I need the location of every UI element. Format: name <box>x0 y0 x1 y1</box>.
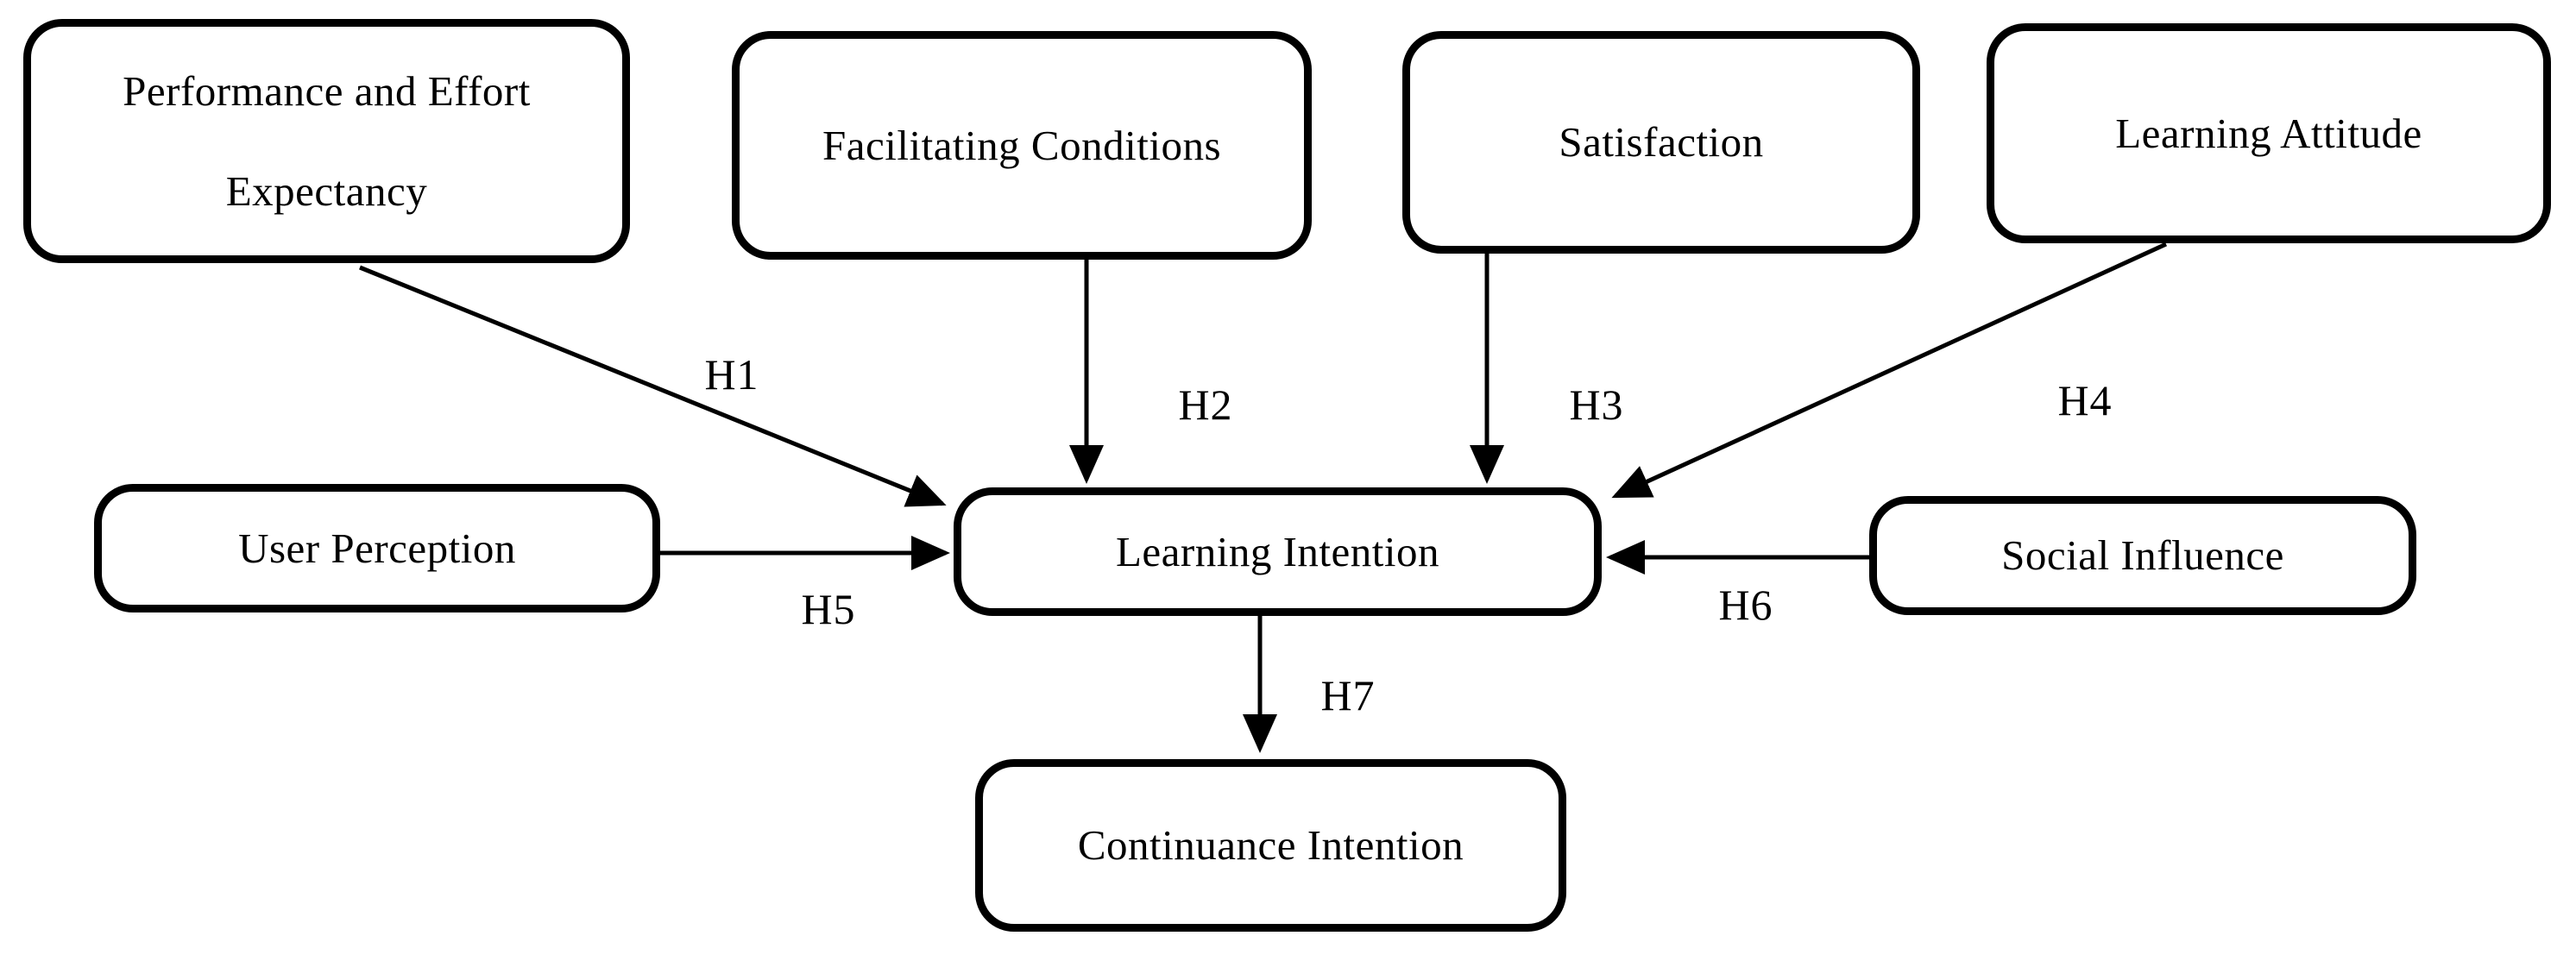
node-label: Facilitating Conditions <box>822 121 1222 169</box>
node-label: Continuance Intention <box>1077 821 1464 870</box>
edge-label-h2: H2 <box>1178 380 1233 429</box>
node-continuance-intention: Continuance Intention <box>975 759 1566 932</box>
edge-label-h6: H6 <box>1718 581 1773 629</box>
edge-label-h7: H7 <box>1320 671 1376 719</box>
edge-label-h1: H1 <box>704 350 759 399</box>
edge-label-h4: H4 <box>2057 376 2113 424</box>
arrow-h4 <box>1611 242 2168 499</box>
node-learning-attitude: Learning Attitude <box>1987 23 2551 243</box>
node-facilitating-conditions: Facilitating Conditions <box>732 31 1312 260</box>
node-social-influence: Social Influence <box>1869 496 2416 615</box>
arrow-h1 <box>359 265 947 507</box>
node-label-line1: Performance and Effort <box>123 66 531 115</box>
node-performance-effort-expectancy: Performance and Effort Expectancy <box>23 19 630 263</box>
node-satisfaction: Satisfaction <box>1402 31 1920 254</box>
edge-label-h5: H5 <box>801 585 856 633</box>
node-learning-intention: Learning Intention <box>954 487 1602 616</box>
node-label: User Perception <box>238 524 516 572</box>
node-label: Learning Attitude <box>2115 109 2422 157</box>
node-user-perception: User Perception <box>94 484 660 612</box>
node-label: Satisfaction <box>1559 118 1764 166</box>
node-label: Social Influence <box>2001 531 2284 580</box>
node-label-line2: Expectancy <box>225 166 428 215</box>
edge-label-h3: H3 <box>1569 380 1624 429</box>
node-label: Learning Intention <box>1115 527 1440 575</box>
